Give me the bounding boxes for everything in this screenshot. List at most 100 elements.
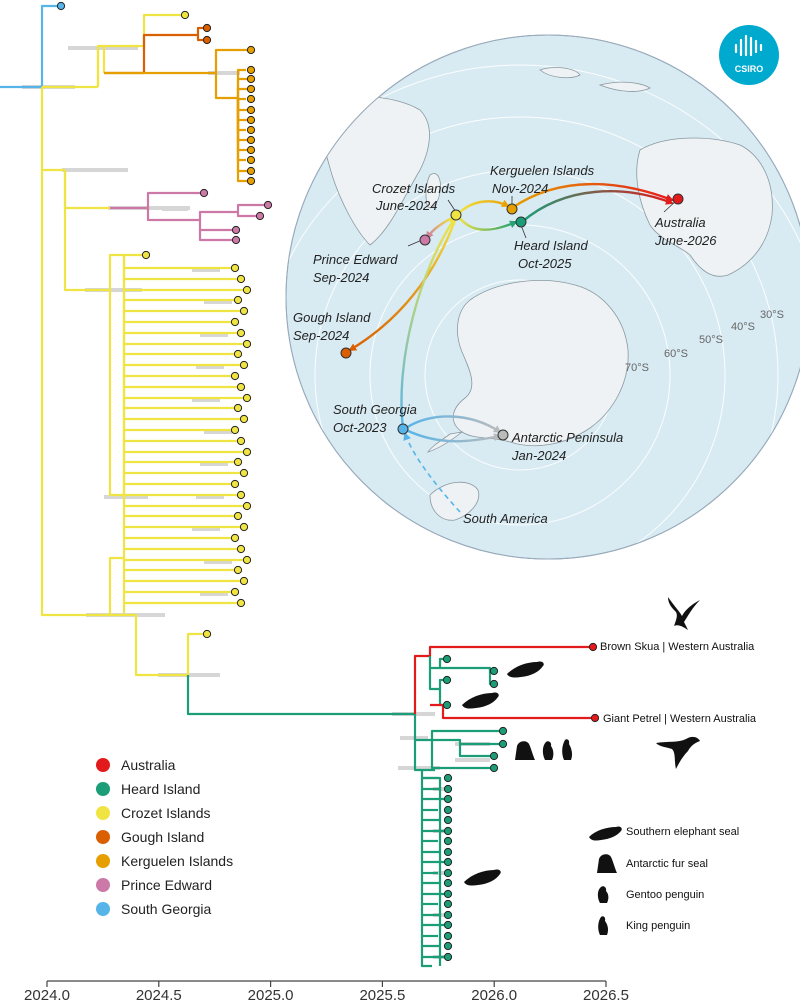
tree-tip bbox=[246, 105, 256, 115]
arrow-kerguelen-australia bbox=[511, 182, 674, 209]
tree-tip bbox=[246, 155, 256, 165]
tree-tip bbox=[242, 339, 252, 349]
lat-label-40: 40°S bbox=[731, 321, 755, 333]
tree-branch bbox=[440, 666, 494, 673]
legend-swatch bbox=[96, 902, 110, 916]
tree-tip bbox=[443, 815, 453, 825]
tree-tip bbox=[443, 899, 453, 909]
hpd-bar bbox=[204, 560, 232, 564]
axis-tick-label: 2024.0 bbox=[24, 987, 70, 1002]
tree-tip bbox=[443, 920, 453, 930]
logo-wave-icon bbox=[734, 34, 763, 57]
tree-tip bbox=[442, 700, 452, 710]
tree-branch bbox=[0, 4, 61, 89]
lat-label-70: 70°S bbox=[625, 362, 649, 374]
arrow-southgeorgia-crozet bbox=[400, 216, 457, 429]
tree-branch bbox=[432, 738, 500, 746]
map-label-gough-date: Sep-2024 bbox=[293, 328, 349, 343]
tree-tip bbox=[498, 726, 508, 736]
axis-tick-label: 2026.5 bbox=[583, 987, 629, 1002]
king-penguin-icon bbox=[598, 916, 609, 935]
tree-branch bbox=[198, 230, 236, 242]
map-label-australia-name: Australia bbox=[654, 215, 706, 230]
tree-tip bbox=[239, 306, 249, 316]
elephant-seal-icon bbox=[589, 826, 622, 841]
tree-tip bbox=[443, 878, 453, 888]
map-point bbox=[419, 234, 431, 246]
map-label-southgeorgia-date: Oct-2023 bbox=[333, 420, 387, 435]
tree-tip bbox=[442, 675, 452, 685]
tree-branch bbox=[415, 729, 500, 742]
tree-tip bbox=[246, 94, 256, 104]
tree-tip bbox=[443, 889, 453, 899]
antarctica-landmass bbox=[452, 280, 629, 447]
hpd-bar bbox=[62, 168, 128, 172]
hpd-bar bbox=[162, 207, 188, 211]
tree-tip bbox=[230, 479, 240, 489]
hpd-bar bbox=[196, 365, 224, 369]
map-point bbox=[340, 347, 352, 359]
tree-branch bbox=[458, 744, 494, 758]
hpd-bar bbox=[204, 300, 232, 304]
africa-landmass bbox=[319, 96, 430, 246]
tree-tip bbox=[236, 328, 246, 338]
tree-tip bbox=[236, 382, 246, 392]
map-label-antarctic-name: Antarctic Peninsula bbox=[511, 430, 623, 445]
tree-tip bbox=[246, 74, 256, 84]
map-label-prince-edward-date: Sep-2024 bbox=[313, 270, 369, 285]
animal-silhouettes bbox=[462, 597, 700, 935]
tree-tip bbox=[202, 35, 212, 45]
fur-seal-icon bbox=[515, 741, 535, 760]
map-point bbox=[497, 429, 509, 441]
king-penguin-icon bbox=[562, 739, 573, 760]
tree-tip bbox=[443, 910, 453, 920]
tree-tip bbox=[246, 166, 256, 176]
lat-label-30: 30°S bbox=[760, 309, 784, 321]
legend-label: Australia bbox=[121, 757, 176, 773]
map-point bbox=[397, 423, 409, 435]
axis-tick-label: 2026.0 bbox=[471, 987, 517, 1002]
tree-branch bbox=[214, 73, 238, 100]
tree-tip bbox=[443, 868, 453, 878]
hpd-bar bbox=[85, 288, 142, 292]
tree-branch bbox=[108, 290, 124, 497]
tree-branch bbox=[422, 776, 442, 966]
map-point bbox=[672, 193, 684, 205]
phylogenetic-tree: Brown Skua | Western Australia Giant Pet… bbox=[0, 1, 757, 968]
tree-tip bbox=[230, 317, 240, 327]
south-america-landmass bbox=[429, 481, 480, 521]
tree-tip bbox=[230, 587, 240, 597]
tree-tip bbox=[443, 847, 453, 857]
tree-tip bbox=[443, 857, 453, 867]
tree-tip bbox=[489, 751, 499, 761]
tree-tip bbox=[242, 447, 252, 457]
tree-tip bbox=[180, 10, 190, 20]
tree-branch bbox=[110, 613, 205, 677]
tree-tip bbox=[246, 145, 256, 155]
legend-label: Crozet Islands bbox=[121, 805, 210, 821]
tree-tip bbox=[236, 436, 246, 446]
hpd-bar bbox=[200, 333, 228, 337]
elephant-seal-icon bbox=[464, 869, 501, 886]
tree-branch bbox=[236, 98, 246, 132]
tree-tip bbox=[231, 225, 241, 235]
hpd-bar bbox=[192, 268, 220, 272]
brown-skua-icon bbox=[668, 597, 700, 630]
map-label-australia-date: June-2026 bbox=[654, 233, 717, 248]
map-label-prince-edward-name: Prince Edward bbox=[313, 252, 398, 267]
tree-tip bbox=[443, 941, 453, 951]
tree-tip bbox=[239, 360, 249, 370]
tree-tips bbox=[56, 1, 600, 962]
tree-branch bbox=[96, 13, 185, 87]
tree-branch bbox=[413, 714, 435, 772]
map-label-gough-name: Gough Island bbox=[293, 310, 371, 325]
tree-tip bbox=[242, 285, 252, 295]
tree-tip bbox=[236, 544, 246, 554]
hpd-bar bbox=[196, 495, 224, 499]
hpd-bar bbox=[455, 758, 490, 762]
tree-tip bbox=[246, 115, 256, 125]
hpd-bar bbox=[104, 495, 148, 499]
tree-tip bbox=[239, 576, 249, 586]
tip-label-giant-petrel: Giant Petrel | Western Australia bbox=[603, 713, 757, 725]
